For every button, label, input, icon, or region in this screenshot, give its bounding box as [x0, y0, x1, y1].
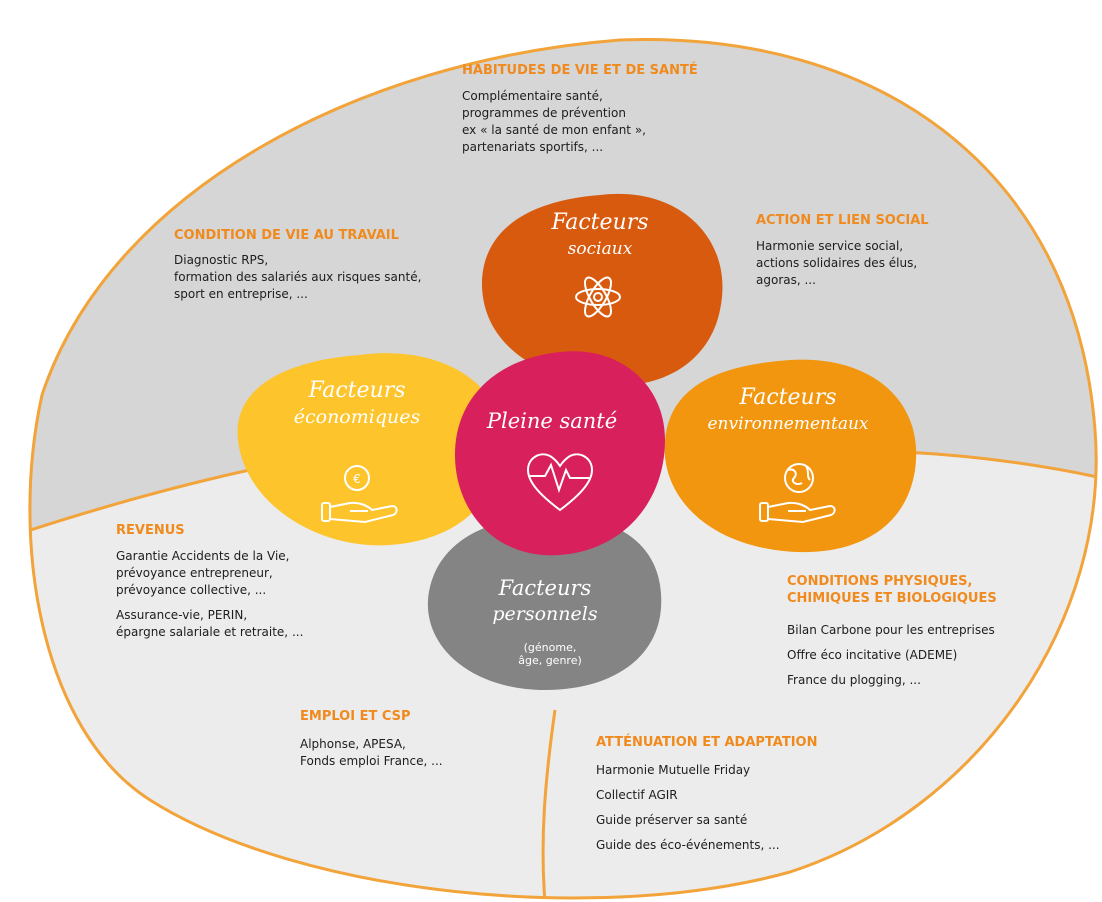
condition-travail-line: sport en entreprise, ...: [174, 287, 308, 301]
emploi-text: Alphonse, APESA, Fonds emploi France, ..…: [300, 736, 443, 770]
emploi-line: Fonds emploi France, ...: [300, 754, 443, 768]
petal-center-title-text: Pleine santé: [486, 409, 618, 433]
heart-pulse-icon: [526, 453, 594, 512]
revenus-text: Garantie Accidents de la Vie, prévoyance…: [116, 548, 303, 641]
revenus-line: épargne salariale et retraite, ...: [116, 625, 304, 639]
divider-right: [904, 450, 1097, 480]
petal-personnels: [427, 514, 662, 690]
atom-icon: [575, 276, 621, 318]
petal-sociaux-title: Facteurs sociaux: [540, 210, 660, 262]
attenuation-line: Collectif AGIR: [596, 788, 678, 802]
conditions-physiques-heading-line1: CONDITIONS PHYSIQUES,: [787, 574, 973, 589]
conditions-physiques-text: Bilan Carbone pour les entreprises Offre…: [787, 622, 995, 689]
petal-environnementaux-title: Facteurs environnementaux: [672, 385, 904, 437]
action-social-heading: ACTION ET LIEN SOCIAL: [756, 213, 929, 228]
petal-economiques-title-line2: économiques: [293, 406, 421, 428]
petal-environnementaux-title-line1: Facteurs: [739, 385, 837, 410]
revenus-line: Garantie Accidents de la Vie,: [116, 549, 290, 563]
habitudes-heading: HABITUDES DE VIE ET DE SANTÉ: [462, 63, 698, 78]
habitudes-line: ex « la santé de mon enfant »,: [462, 123, 646, 137]
petal-economiques-title-line1: Facteurs: [308, 378, 406, 403]
petal-environnementaux: [664, 359, 917, 553]
habitudes-text: Complémentaire santé, programmes de prév…: [462, 88, 646, 156]
conditions-physiques-line: Bilan Carbone pour les entreprises: [787, 623, 995, 637]
coin-hand-icon: €: [321, 465, 398, 524]
conditions-physiques-heading: CONDITIONS PHYSIQUES, CHIMIQUES ET BIOLO…: [787, 573, 997, 607]
petal-center-title: Pleine santé: [467, 408, 637, 434]
attenuation-line: Harmonie Mutuelle Friday: [596, 763, 751, 777]
conditions-physiques-heading-line2: CHIMIQUES ET BIOLOGIQUES: [787, 591, 997, 606]
revenus-line: Assurance-vie, PERIN,: [116, 608, 248, 622]
petal-personnels-sub-line1: (génome,: [523, 641, 577, 654]
petal-personnels-title: Facteurs personnels: [470, 575, 620, 627]
petal-personnels-subtitle: (génome, âge, genre): [490, 641, 610, 667]
condition-travail-line: formation des salariés aux risques santé…: [174, 270, 422, 284]
habitudes-line: Complémentaire santé,: [462, 89, 603, 103]
petal-center: [455, 351, 665, 556]
revenus-heading: REVENUS: [116, 523, 185, 538]
action-social-line: Harmonie service social,: [756, 239, 904, 253]
conditions-physiques-line: France du plogging, ...: [787, 673, 921, 687]
divider-bottom: [541, 709, 557, 899]
petal-environnementaux-title-line2: environnementaux: [707, 414, 869, 434]
outer-blob-border: [28, 38, 1098, 900]
svg-text:€: €: [353, 472, 361, 486]
petal-personnels-title-line2: personnels: [492, 603, 598, 625]
petal-economiques-title: Facteurs économiques: [262, 378, 452, 430]
habitudes-line: programmes de prévention: [462, 106, 626, 120]
petal-sociaux-title-line2: sociaux: [567, 239, 633, 259]
action-social-text: Harmonie service social, actions solidai…: [756, 238, 917, 289]
attenuation-heading: ATTÉNUATION ET ADAPTATION: [596, 735, 818, 750]
condition-travail-text: Diagnostic RPS, formation des salariés a…: [174, 252, 421, 303]
emploi-line: Alphonse, APESA,: [300, 737, 406, 751]
attenuation-line: Guide préserver sa santé: [596, 813, 748, 827]
attenuation-line: Guide des éco-événements, ...: [596, 838, 780, 852]
condition-travail-heading: CONDITION DE VIE AU TRAVAIL: [174, 228, 399, 243]
attenuation-text: Harmonie Mutuelle Friday Collectif AGIR …: [596, 762, 780, 854]
action-social-line: actions solidaires des élus,: [756, 256, 918, 270]
globe-hand-icon: [759, 463, 836, 524]
emploi-heading: EMPLOI ET CSP: [300, 709, 411, 724]
revenus-line: prévoyance entrepreneur,: [116, 566, 273, 580]
action-social-line: agoras, ...: [756, 273, 816, 287]
habitudes-line: partenariats sportifs, ...: [462, 140, 604, 154]
petal-personnels-sub-line2: âge, genre): [518, 654, 582, 667]
petal-sociaux-title-line1: Facteurs: [551, 210, 649, 235]
petal-economiques: [237, 353, 501, 546]
revenus-line: prévoyance collective, ...: [116, 583, 267, 597]
condition-travail-line: Diagnostic RPS,: [174, 253, 269, 267]
petal-personnels-title-line1: Facteurs: [498, 576, 592, 600]
conditions-physiques-line: Offre éco incitative (ADEME): [787, 648, 958, 662]
